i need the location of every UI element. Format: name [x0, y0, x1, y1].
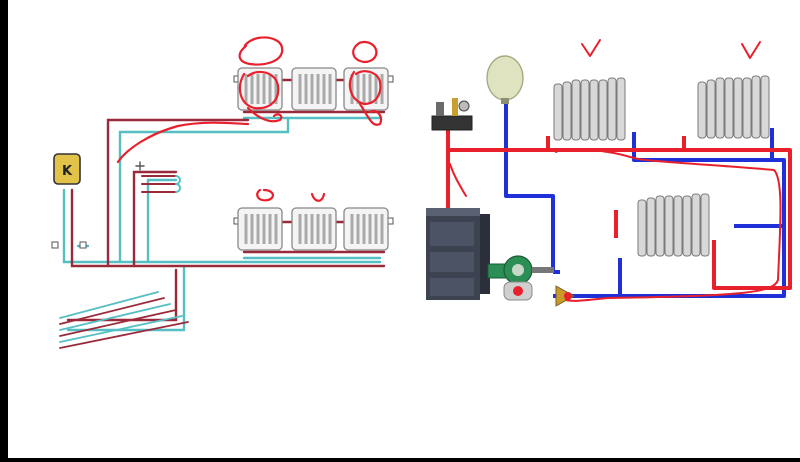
left-radiators [237, 67, 389, 251]
radiator-top-2 [291, 67, 337, 111]
mixing-valve [555, 285, 575, 307]
left-supply-pipes [66, 78, 390, 322]
expansion-vessel [486, 55, 524, 104]
heat-exchanger [135, 161, 181, 193]
radiator-bottom-1 [237, 207, 283, 251]
right-scheme [426, 55, 792, 307]
radiator-bottom-3 [343, 207, 389, 251]
radiator-right-middle [637, 193, 710, 257]
safety-group [431, 98, 473, 131]
left-annotations [116, 36, 383, 202]
radiator-right-top-2 [697, 75, 770, 139]
boiler [426, 208, 490, 300]
ground-loop [59, 291, 189, 349]
heating-diagram: K [51, 36, 792, 349]
left-scheme [51, 75, 394, 349]
diagram-canvas: K [8, 0, 800, 458]
right-annotations [449, 39, 782, 302]
radiator-right-top-1 [553, 77, 626, 141]
radiator-top-1 [237, 67, 283, 111]
expansion-tank-k: K [53, 153, 81, 185]
expansion-tank-label: K [62, 164, 73, 179]
circulation-pump [487, 255, 554, 301]
radiator-bottom-2 [291, 207, 337, 251]
right-radiators [553, 75, 770, 257]
left-valves [51, 75, 394, 249]
left-return-pipes [62, 116, 382, 332]
